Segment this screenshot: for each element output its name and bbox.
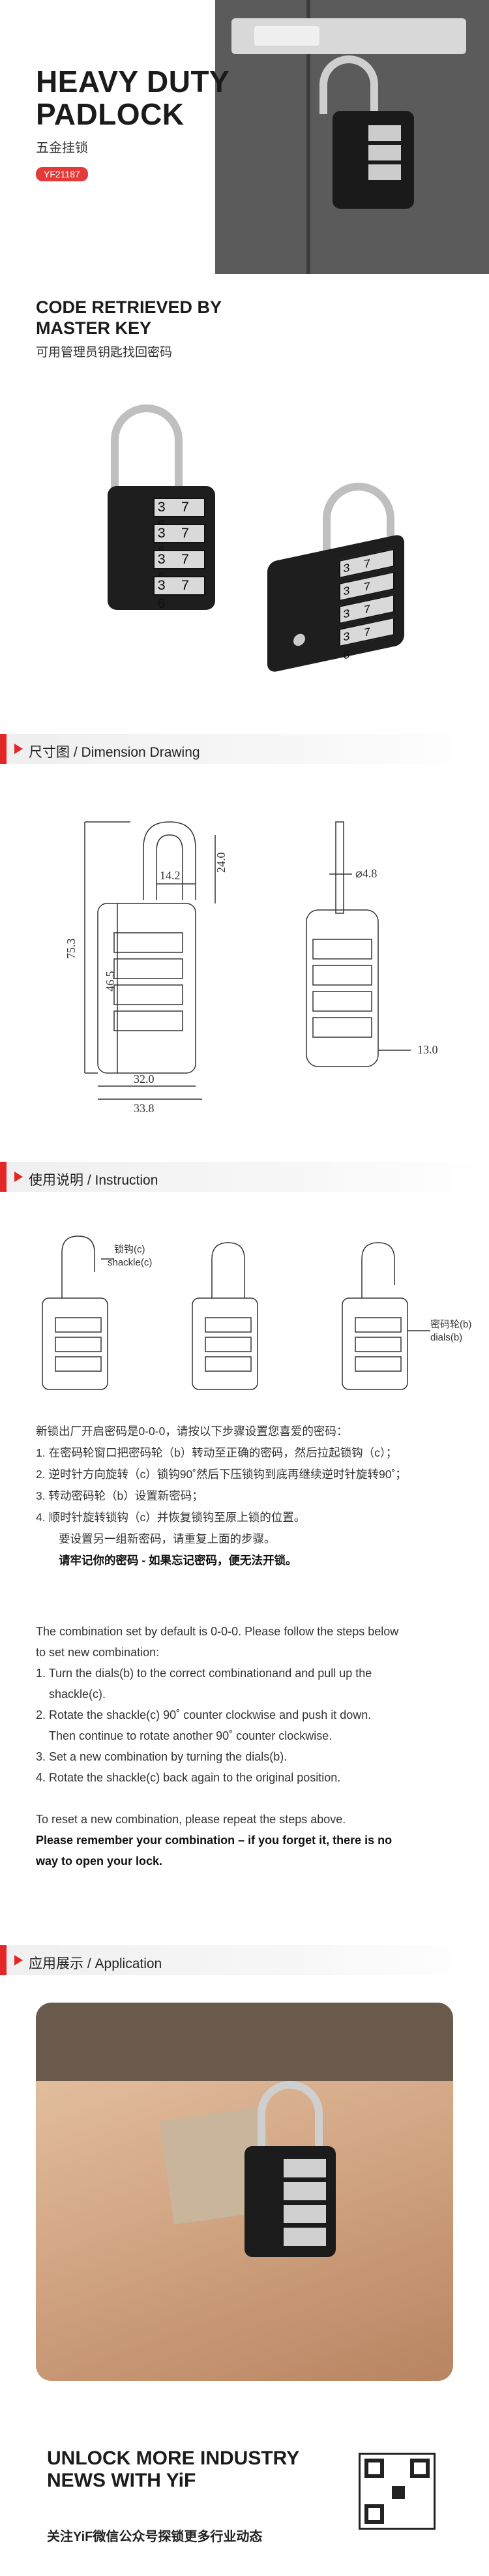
instruction-diagram: 锁钩(c) shackle(c) 密码轮(b) dials(b) xyxy=(42,1235,471,1390)
front-dial-2: 3 7 6 xyxy=(153,524,205,560)
instruction-en-step1b: shackle(c). xyxy=(49,1688,106,1701)
instruction-en-step2a: 2. Rotate the shackle(c) 90˚ counter clo… xyxy=(36,1708,372,1721)
dim-32-0: 32.0 xyxy=(134,1072,155,1085)
hero-lock-body xyxy=(333,111,414,209)
application-photo xyxy=(36,2003,453,2381)
instruction-cn-step4: 4. 顺时针旋转锁钩（c）并恢复锁钩至原上锁的位置。 xyxy=(36,1511,306,1524)
code-title-line2: MASTER KEY xyxy=(36,318,152,338)
instruction-cn-step2: 2. 逆时针方向旋转（c）锁钩90˚然后下压锁钩到底再继续逆时针旋转90˚； xyxy=(36,1468,407,1481)
hero-photo xyxy=(215,0,489,274)
front-dial-4: 3 7 6 xyxy=(153,576,205,613)
hero-dial-3 xyxy=(368,164,401,180)
dim-4-8: ⌀4.8 xyxy=(355,867,377,880)
qr-center xyxy=(392,2486,405,2499)
code-title-line1: CODE RETRIEVED BY xyxy=(36,297,222,317)
dimension-section-header: 尺寸图 / Dimension Drawing xyxy=(0,734,489,764)
latch-bolt xyxy=(254,26,319,46)
footer-title: UNLOCK MORE INDUSTRY NEWS WITH YiF xyxy=(47,2447,299,2492)
dim-75-3: 75.3 xyxy=(65,939,78,960)
hero-title-line2: PADLOCK xyxy=(36,97,185,131)
door-seam xyxy=(306,0,310,274)
instruction-en-step3: 3. Set a new combination by turning the … xyxy=(36,1750,288,1763)
hero-title: HEAVY DUTY PADLOCK xyxy=(36,65,230,130)
instruction-en-warn1: Please remember your combination – if yo… xyxy=(36,1834,393,1847)
qr-code[interactable] xyxy=(359,2453,436,2530)
dim-13-0: 13.0 xyxy=(417,1043,438,1056)
footer-subtitle: 关注YiF微信公众号探锁更多行业动态 xyxy=(47,2530,263,2544)
label-shackle-cn: 锁钩(c) xyxy=(114,1244,145,1255)
instruction-cn-warning: 请牢记你的密码 - 如果忘记密码，便无法开锁。 xyxy=(59,1554,297,1567)
front-dial-1: 3 7 6 xyxy=(153,498,205,534)
bag-strap xyxy=(36,2003,453,2081)
qr-finder-tl xyxy=(364,2459,384,2478)
instruction-section-header: 使用说明 / Instruction xyxy=(0,1162,489,1192)
footer-title-line2: NEWS WITH YiF xyxy=(47,2470,196,2491)
hero-subtitle: 五金挂锁 xyxy=(36,141,88,155)
hero-dial-2 xyxy=(368,145,401,160)
instruction-cn-step1: 1. 在密码轮窗口把密码轮（b）转动至正确的密码，然后拉起锁钩（c）； xyxy=(36,1446,398,1459)
hero-banner: HEAVY DUTY PADLOCK 五金挂锁 YF21187 xyxy=(0,0,489,274)
application-section-label: 应用展示 / Application xyxy=(29,1956,162,1971)
instruction-section-label: 使用说明 / Instruction xyxy=(29,1173,158,1188)
section-bar xyxy=(0,734,7,764)
instruction-en-intro2: to set new combination: xyxy=(36,1646,160,1659)
label-shackle-en: shackle(c) xyxy=(108,1257,152,1268)
footer-title-line1: UNLOCK MORE INDUSTRY xyxy=(47,2447,300,2469)
code-retrieved-subtitle: 可用管理员钥匙找回密码 xyxy=(36,346,173,359)
instruction-cn-repeat: 要设置另一组新密码，请重复上面的步骤。 xyxy=(59,1532,276,1545)
dimension-section-label: 尺寸图 / Dimension Drawing xyxy=(29,745,200,760)
section-arrow-icon xyxy=(14,744,23,754)
instruction-en-warn2: way to open your lock. xyxy=(36,1855,163,1868)
app-dial-4 xyxy=(284,2228,326,2246)
instruction-en-reset: To reset a new combination, please repea… xyxy=(36,1813,346,1826)
section-arrow-icon xyxy=(14,1955,23,1965)
application-section-header: 应用展示 / Application xyxy=(0,1945,489,1975)
qr-finder-tr xyxy=(410,2459,430,2478)
keyhole xyxy=(293,632,305,647)
instruction-cn-step3: 3. 转动密码轮（b）设置新密码； xyxy=(36,1489,203,1502)
section-arrow-icon xyxy=(14,1172,23,1182)
app-shackle xyxy=(258,2081,323,2153)
lock-angle-image: 3 7 6 3 7 6 3 7 6 3 7 6 xyxy=(248,483,417,678)
dim-46-5: 46.5 xyxy=(104,971,117,992)
dim-14-2: 14.2 xyxy=(160,869,181,882)
hero-title-line1: HEAVY DUTY xyxy=(36,65,230,98)
section-bar xyxy=(0,1945,7,1975)
instruction-cn-intro: 新锁出厂开启密码是0-0-0，请按以下步骤设置您喜爱的密码： xyxy=(36,1425,348,1438)
instruction-en-intro1: The combination set by default is 0-0-0.… xyxy=(36,1625,399,1638)
dimension-drawing: 14.2 24.0 75.3 46.5 32.0 33.8 ⌀4.8 13.0 xyxy=(65,821,438,1115)
instruction-en-step4: 4. Rotate the shackle(c) back again to t… xyxy=(36,1771,341,1784)
qr-finder-bl xyxy=(364,2504,384,2524)
app-dial-1 xyxy=(284,2159,326,2177)
app-lock-body xyxy=(244,2146,336,2257)
code-retrieved-title: CODE RETRIEVED BY MASTER KEY xyxy=(36,297,222,339)
lock-front-image: 3 7 6 3 7 6 3 7 6 3 7 6 xyxy=(98,385,222,613)
app-dial-2 xyxy=(284,2182,326,2200)
dim-24-0: 24.0 xyxy=(215,853,228,873)
label-dials-cn: 密码轮(b) xyxy=(430,1319,471,1330)
hero-shackle xyxy=(319,55,378,114)
app-dial-3 xyxy=(284,2205,326,2223)
angle-lock-body: 3 7 6 3 7 6 3 7 6 3 7 6 xyxy=(267,533,404,674)
product-code-badge: YF21187 xyxy=(36,167,88,181)
front-lock-body: 3 7 6 3 7 6 3 7 6 3 7 6 xyxy=(108,486,215,613)
hero-dial-1 xyxy=(368,125,401,141)
label-dials-en: dials(b) xyxy=(430,1332,462,1343)
section-bar xyxy=(0,1162,7,1192)
front-dial-3: 3 7 6 xyxy=(153,550,205,586)
instruction-en-step2b: Then continue to rotate another 90˚ coun… xyxy=(49,1729,333,1742)
dim-33-8: 33.8 xyxy=(134,1102,155,1115)
instruction-en-step1a: 1. Turn the dials(b) to the correct comb… xyxy=(36,1667,372,1680)
